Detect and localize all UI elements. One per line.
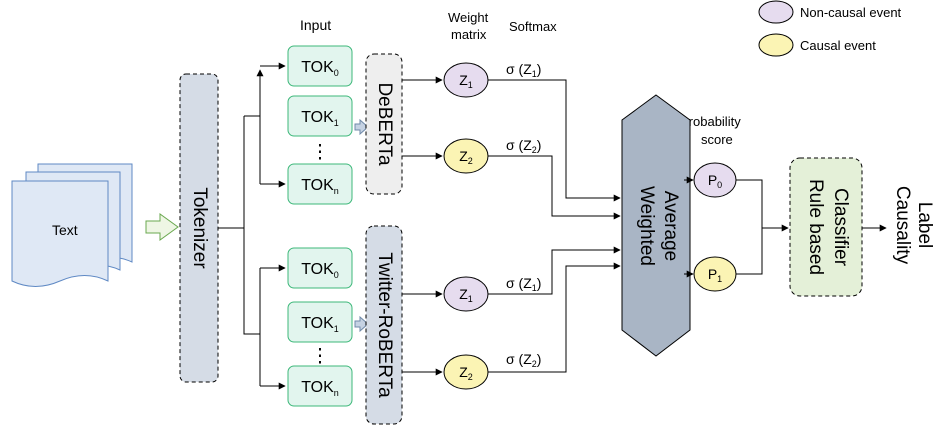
- lower-token-1-label: TOK: [301, 315, 334, 332]
- average-to-probability-arrows: [684, 176, 694, 278]
- svg-text:σ (Z2): σ (Z2): [506, 137, 541, 155]
- upper-token-1-label: TOK: [301, 109, 334, 126]
- legend-non-causal-label: Non-causal event: [800, 5, 902, 20]
- svg-text:TOK1: TOK1: [301, 315, 339, 334]
- upper-token-0-label: TOK: [301, 59, 334, 76]
- text-document-stack: Text: [11, 163, 133, 287]
- legend-non-causal-swatch: [758, 0, 794, 24]
- svg-text:Z2: Z2: [459, 364, 473, 382]
- text-to-tokenizer-arrow: [145, 213, 179, 241]
- tokenizer-label: Tokenizer: [189, 187, 210, 269]
- twitter-roberta-label: Twitter-RoBERTa: [374, 252, 395, 398]
- lower-softmax-2-end: ): [537, 351, 542, 367]
- upper-softmax-1: σ (Z: [506, 61, 532, 77]
- lower-softmax-2-sub: 2: [532, 359, 537, 369]
- lower-token-0-label: TOK: [301, 261, 334, 278]
- upper-token-0: [287, 45, 353, 87]
- lower-z1-sub: 1: [468, 294, 473, 304]
- lower-z2-sub: 2: [468, 372, 473, 382]
- input-header: Input: [300, 17, 331, 33]
- svg-text:TOK1: TOK1: [301, 109, 339, 128]
- upper-token-n-label: TOK: [301, 177, 334, 194]
- lower-token-n-sub: n: [334, 388, 339, 398]
- classifier-label-line2: Classifier: [830, 188, 851, 267]
- legend-causal-label: Causal event: [800, 38, 876, 53]
- legend: Non-causal event Causal event: [758, 0, 902, 57]
- svg-text:TOKn: TOKn: [301, 379, 339, 398]
- upper-z2-label: Z: [459, 148, 468, 164]
- text-label: Text: [52, 222, 78, 238]
- upper-z1-label: Z: [459, 72, 468, 88]
- weight-matrix-header-line2: matrix: [451, 27, 487, 42]
- svg-text:Z1: Z1: [459, 286, 473, 304]
- upper-token-column: TOK0 TOK1 ⋮ TOKn: [287, 45, 353, 205]
- upper-token-1-sub: 1: [334, 118, 339, 128]
- weighted-average-label-line1: Weighted: [636, 186, 657, 266]
- lower-z1-label: Z: [459, 286, 468, 302]
- svg-text:σ (Z2): σ (Z2): [506, 351, 541, 369]
- upper-token-1: [287, 95, 353, 137]
- svg-text:P1: P1: [708, 266, 722, 284]
- lower-token-ellipsis: ⋮: [311, 346, 330, 367]
- upper-softmax-1-sub: 1: [532, 69, 537, 79]
- probability-to-classifier-connectors: [736, 179, 789, 275]
- lower-softmax-1-sub: 1: [532, 283, 537, 293]
- svg-text:TOK0: TOK0: [301, 261, 339, 280]
- softmax-to-average-connectors: [488, 79, 621, 373]
- upper-softmax-1-end: ): [537, 61, 542, 77]
- rule-based-classifier-block: [789, 157, 863, 297]
- lower-token-0-sub: 0: [334, 270, 339, 280]
- upper-softmax-2-sub: 2: [532, 145, 537, 155]
- lower-token-1-sub: 1: [334, 324, 339, 334]
- svg-text:Z2: Z2: [459, 148, 473, 166]
- legend-causal-swatch: [758, 33, 794, 57]
- svg-text:P0: P0: [708, 172, 722, 190]
- lower-token-column: TOK0 TOK1 ⋮ TOKn: [287, 247, 353, 407]
- probability-p0-label: P: [708, 172, 717, 188]
- model-to-z-arrows: [402, 76, 443, 376]
- softmax-header: Softmax: [509, 19, 557, 34]
- output-label-line1: Causality: [892, 186, 913, 265]
- weighted-average-block: [621, 94, 691, 357]
- lower-token-0: [287, 247, 353, 289]
- tokenizer-connectors: [218, 69, 264, 386]
- output-label-line2: Label: [914, 202, 935, 249]
- lower-softmax-1-end: ): [537, 275, 542, 291]
- lower-z2-label: Z: [459, 364, 468, 380]
- lower-token-to-model-arrow: [354, 315, 369, 333]
- svg-text:σ (Z1): σ (Z1): [506, 275, 541, 293]
- upper-softmax-2: σ (Z: [506, 137, 532, 153]
- probability-p0-sub: 0: [717, 180, 722, 190]
- lower-softmax-2: σ (Z: [506, 351, 532, 367]
- upper-token-n: [287, 163, 353, 205]
- lower-softmax-1: σ (Z: [506, 275, 532, 291]
- lower-token-1: [287, 301, 353, 343]
- svg-text:TOKn: TOKn: [301, 177, 339, 196]
- weight-matrix-header-line1: Weight: [448, 10, 489, 25]
- upper-softmax-2-end: ): [537, 137, 542, 153]
- probability-p1-sub: 1: [717, 274, 722, 284]
- upper-token-to-model-arrow: [354, 118, 369, 136]
- upper-token-0-sub: 0: [334, 68, 339, 78]
- upper-z2-sub: 2: [468, 156, 473, 166]
- svg-text:σ (Z1): σ (Z1): [506, 61, 541, 79]
- upper-z1-sub: 1: [468, 80, 473, 90]
- svg-text:TOK0: TOK0: [301, 59, 339, 78]
- twitter-roberta-block: [365, 225, 403, 425]
- probability-p1-label: P: [708, 266, 717, 282]
- lower-token-n-label: TOK: [301, 379, 334, 396]
- token-input-arrows: [260, 62, 286, 390]
- probability-score-header-line1: Probability: [680, 114, 741, 129]
- classifier-label-line1: Rule based: [805, 179, 826, 275]
- deberta-block: [365, 53, 403, 195]
- upper-token-ellipsis: ⋮: [311, 142, 330, 163]
- svg-text:Z1: Z1: [459, 72, 473, 90]
- upper-token-n-sub: n: [334, 186, 339, 196]
- deberta-label: DeBERTa: [374, 82, 395, 166]
- lower-token-n: [287, 365, 353, 407]
- probability-score-header-line2: score: [701, 132, 733, 147]
- weighted-average-label-line2: Average: [660, 191, 681, 261]
